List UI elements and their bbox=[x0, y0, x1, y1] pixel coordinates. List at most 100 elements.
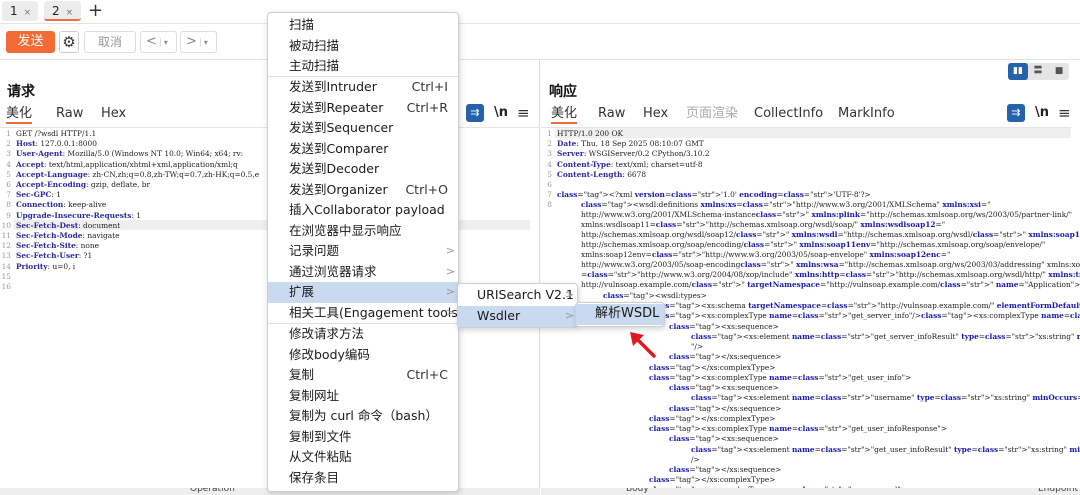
newline-icon[interactable]: \n bbox=[1035, 105, 1050, 120]
dropdown-icon[interactable]: ▾ bbox=[199, 38, 208, 47]
line-number: 13 bbox=[1, 251, 11, 261]
menu-item[interactable]: 发送到Sequencer bbox=[268, 118, 458, 139]
menu-item[interactable]: 记录问题> bbox=[268, 241, 458, 262]
line-number: 11 bbox=[1, 231, 11, 240]
line-number: 12 bbox=[1, 241, 11, 251]
menu-item[interactable]: 保存条目 bbox=[268, 468, 458, 489]
newline-icon[interactable]: \n bbox=[494, 105, 509, 120]
chevron-right-icon: > bbox=[445, 285, 455, 298]
gear-icon[interactable]: ⚙ bbox=[59, 31, 79, 53]
header-name: Upgrade-Insecure-Requests bbox=[16, 210, 132, 220]
response-tab-pretty[interactable]: 美化 bbox=[551, 104, 578, 124]
request-tab-hex[interactable]: Hex bbox=[101, 106, 127, 121]
xml-line: class="tag"><xs:schema targetNamespace=c… bbox=[649, 301, 1080, 310]
request-line: Accept: text/html,application/xhtml+xml,… bbox=[16, 160, 238, 170]
menu-item[interactable]: 修改body编码 bbox=[268, 345, 458, 366]
line-number: 15 bbox=[1, 271, 11, 281]
line-number: 4 bbox=[6, 159, 11, 169]
menu-item-wsdler[interactable]: Wsdler> bbox=[458, 306, 577, 327]
back-button[interactable]: <▾ bbox=[140, 31, 177, 53]
header-value: : document bbox=[78, 220, 121, 230]
forward-button[interactable]: >▾ bbox=[180, 31, 217, 53]
wrap-lines-icon[interactable]: ⇉ bbox=[466, 104, 484, 122]
tab-2[interactable]: 2× bbox=[44, 1, 81, 21]
layout-single-icon[interactable]: ■ bbox=[1054, 66, 1064, 76]
cancel-button[interactable]: 取消 bbox=[84, 31, 136, 53]
menu-item[interactable]: 插入Collaborator payload bbox=[268, 200, 458, 221]
menu-item[interactable]: 发送到Decoder bbox=[268, 159, 458, 180]
menu-item[interactable]: 复制为 curl 命令（bash） bbox=[268, 406, 458, 427]
menu-icon[interactable]: ≡ bbox=[1058, 104, 1071, 122]
header-name: Sec-Fetch-Mode bbox=[16, 231, 83, 240]
xml-line: class="tag"></xs:sequence> bbox=[669, 404, 782, 413]
menu-item[interactable]: 修改请求方法 bbox=[268, 324, 458, 345]
tab-1[interactable]: 1× bbox=[2, 1, 38, 21]
request-tab-pretty[interactable]: 美化 bbox=[6, 104, 33, 124]
xml-line: class="tag"><xs:complexType name=class="… bbox=[649, 311, 1080, 320]
menu-item[interactable]: 发送到Comparer bbox=[268, 139, 458, 160]
response-tab-raw[interactable]: Raw bbox=[598, 106, 626, 121]
line-number: 8 bbox=[6, 200, 11, 210]
chevron-right-icon: > bbox=[445, 244, 455, 257]
chevron-right-icon: > bbox=[564, 288, 574, 301]
dropdown-icon[interactable]: ▾ bbox=[159, 38, 168, 47]
layout-side-by-side-icon[interactable]: ▮▮ bbox=[1008, 63, 1028, 80]
chevron-left-icon: < bbox=[146, 34, 157, 49]
wrap-lines-icon[interactable]: ⇉ bbox=[1007, 104, 1025, 122]
menu-item[interactable]: 扩展> bbox=[268, 282, 458, 303]
toolbar: 发送 ⚙ 取消 <▾ >▾ bbox=[0, 24, 1080, 60]
menu-item-label: 发送到Decoder bbox=[289, 161, 380, 176]
menu-item-label: 通过浏览器请求 bbox=[289, 263, 377, 279]
request-line: Upgrade-Insecure-Requests: 1 bbox=[16, 211, 141, 221]
header-name: Server bbox=[557, 149, 584, 159]
xml-line: class="tag"><wsdl:types> bbox=[603, 291, 707, 300]
menu-item[interactable]: 主动扫描 bbox=[268, 56, 458, 77]
response-tab-collectinfo[interactable]: CollectInfo bbox=[754, 106, 824, 121]
menu-item-label: 主动扫描 bbox=[289, 58, 340, 73]
menu-item[interactable]: 相关工具(Engagement tools)> bbox=[268, 303, 463, 324]
xml-line: =class="str">"http://www.w3.org/2004/08/… bbox=[581, 270, 1080, 279]
new-tab-plus-icon[interactable]: + bbox=[88, 0, 104, 21]
menu-item[interactable]: 复制网址 bbox=[268, 386, 458, 407]
response-tab-render[interactable]: 页面渲染 bbox=[686, 106, 739, 121]
menu-item-urisearch[interactable]: URISearch V2.1> bbox=[458, 285, 577, 306]
menu-icon[interactable]: ≡ bbox=[517, 104, 530, 122]
line-number: 8 bbox=[547, 200, 552, 210]
menu-item[interactable]: 扫描 bbox=[268, 15, 458, 36]
close-icon[interactable]: × bbox=[65, 8, 74, 18]
menu-item-label: 保存条目 bbox=[289, 469, 340, 485]
header-name: Sec-Fetch-User bbox=[16, 251, 79, 261]
response-tab-markinfo[interactable]: MarkInfo bbox=[838, 106, 895, 121]
menu-item-parse-wsdl[interactable]: 解析WSDL bbox=[576, 304, 664, 325]
shortcut-label: Ctrl+I bbox=[411, 79, 448, 94]
xml-line: class="tag"></xs:complexType> bbox=[649, 414, 776, 423]
menu-item[interactable]: 在浏览器中显示响应 bbox=[268, 221, 458, 242]
layout-toggle: ▮▮ 〓 ■ bbox=[1008, 63, 1069, 80]
menu-item-label: 插入Collaborator payload bbox=[289, 202, 445, 217]
xml-line: class="tag"><xs:element name=class="str"… bbox=[691, 393, 1080, 402]
menu-item[interactable]: 从文件粘贴 bbox=[268, 447, 458, 468]
layout-stacked-icon[interactable]: 〓 bbox=[1033, 66, 1043, 76]
annotation-arrow-icon bbox=[630, 332, 656, 358]
menu-item[interactable]: 复制到文件 bbox=[268, 427, 458, 448]
send-button[interactable]: 发送 bbox=[6, 31, 55, 53]
close-icon[interactable]: × bbox=[23, 8, 32, 18]
menu-item[interactable]: 被动扫描 bbox=[268, 36, 458, 57]
request-title: 请求 bbox=[7, 84, 35, 100]
response-tab-hex[interactable]: Hex bbox=[643, 106, 669, 121]
menu-item-label: 发送到Repeater bbox=[289, 99, 384, 115]
header-value: : text/xml; charset=utf-8 bbox=[610, 159, 703, 169]
line-number: 3 bbox=[6, 149, 11, 159]
xml-line: class="tag"><xs:sequence> bbox=[669, 383, 779, 392]
header-value: : keep-alive bbox=[63, 200, 107, 210]
header-name: Sec-Fetch-Site bbox=[16, 241, 76, 251]
request-tab-raw[interactable]: Raw bbox=[56, 106, 84, 121]
menu-item[interactable]: 通过浏览器请求> bbox=[268, 262, 458, 283]
menu-item-label: 发送到Sequencer bbox=[289, 120, 394, 135]
